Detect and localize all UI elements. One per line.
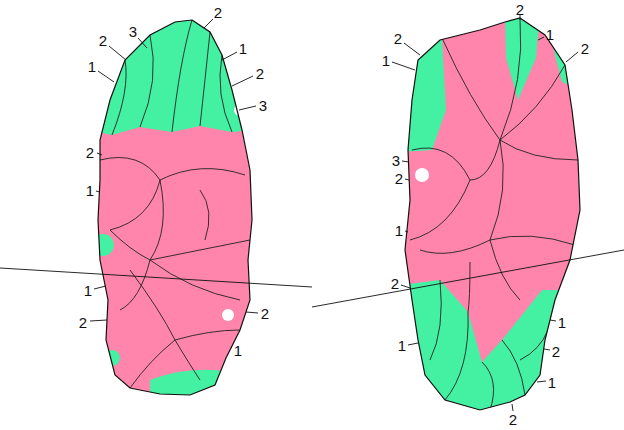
callout-number: 1 [382,53,390,68]
callout-number: 3 [129,24,137,39]
callout-number: 2 [99,33,107,48]
callout-number: 1 [558,315,566,330]
callout-number: 2 [79,315,87,330]
callout-number: 2 [516,1,524,16]
callout-number: 1 [546,27,554,42]
callout-number: 2 [261,306,269,321]
callout-number: 1 [88,59,96,74]
callout-number: 2 [552,344,560,359]
callout-number: 3 [392,153,400,168]
callout-number: 2 [256,66,264,81]
callout-number: 1 [239,41,247,56]
callout-number: 1 [86,183,94,198]
flake-scars [400,0,600,420]
callout-number: 1 [395,223,403,238]
section-line [312,250,624,307]
leader-lines [90,15,578,411]
callout-number: 1 [84,283,92,298]
artifact-outline [98,20,252,395]
section-line [0,268,312,287]
callout-number: 1 [234,343,242,358]
artifact-outline [405,18,580,410]
callout-number: 2 [214,5,222,20]
callout-number: 2 [391,276,399,291]
callout-number: 1 [548,375,556,390]
flake-scars [80,0,270,420]
callout-number: 3 [259,98,267,113]
callout-number: 2 [86,145,94,160]
callout-number: 2 [581,41,589,56]
callout-number: 2 [509,412,517,427]
callout-number: 2 [394,31,402,46]
callout-number: 1 [398,338,406,353]
callout-number: 2 [395,171,403,186]
